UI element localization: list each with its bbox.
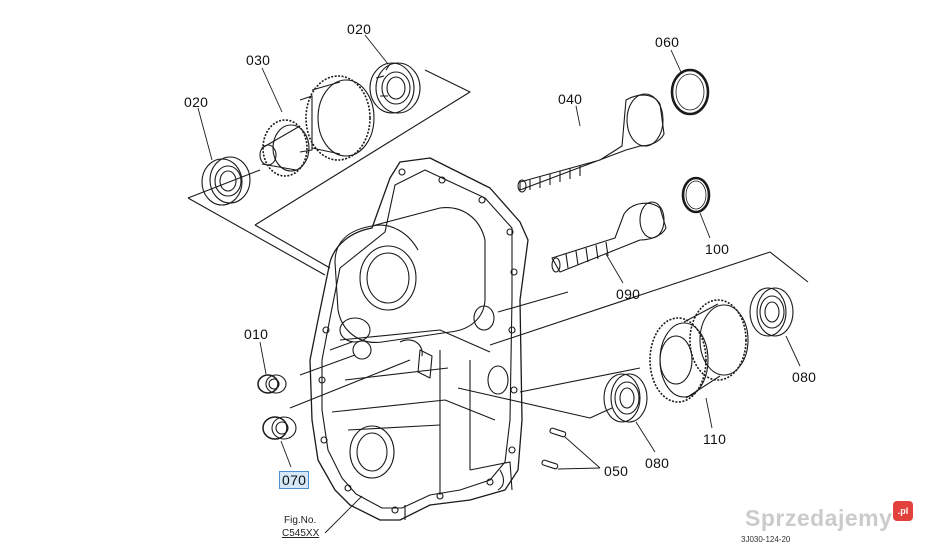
leader-lines [197,34,801,534]
callout-020-left: 020 [184,94,209,110]
gearbox-housing [309,157,529,521]
bearing-020-left [201,156,251,206]
bearing-020-top [369,62,421,114]
callout-040: 040 [558,91,583,107]
figure-label: Fig.No. [284,515,317,526]
callout-110: 110 [703,431,727,447]
seal-010 [257,374,287,394]
pins-050 [541,427,567,470]
callout-100: 100 [705,241,730,257]
o-ring-060 [670,68,710,116]
callout-030: 030 [246,52,271,68]
shaft-090 [551,201,667,273]
watermark-text: Sprzedajemy [745,505,893,531]
callout-080-bottom: 080 [645,455,670,471]
bracket-lines-top-left [187,69,471,276]
bearing-080-right [749,287,794,337]
callout-080-right: 080 [792,369,817,385]
seal-070 [262,416,297,440]
watermark-badge: .pl [893,501,913,521]
callout-020-top: 020 [347,21,372,37]
callout-070-selected[interactable]: 070 [279,471,310,489]
callout-060: 060 [655,34,680,50]
bracket-lines-right [289,251,809,419]
gear-shaft-030 [259,75,375,177]
gear-110 [649,299,749,403]
reference-code: 3J030-124-20 [741,535,791,544]
callout-010: 010 [244,326,269,342]
o-ring-100 [681,176,711,214]
figure-number: C545XX [282,528,320,539]
callout-090: 090 [616,286,641,302]
bearing-080-bottom [603,373,648,423]
shaft-040 [517,93,665,193]
callout-050: 050 [604,463,629,479]
